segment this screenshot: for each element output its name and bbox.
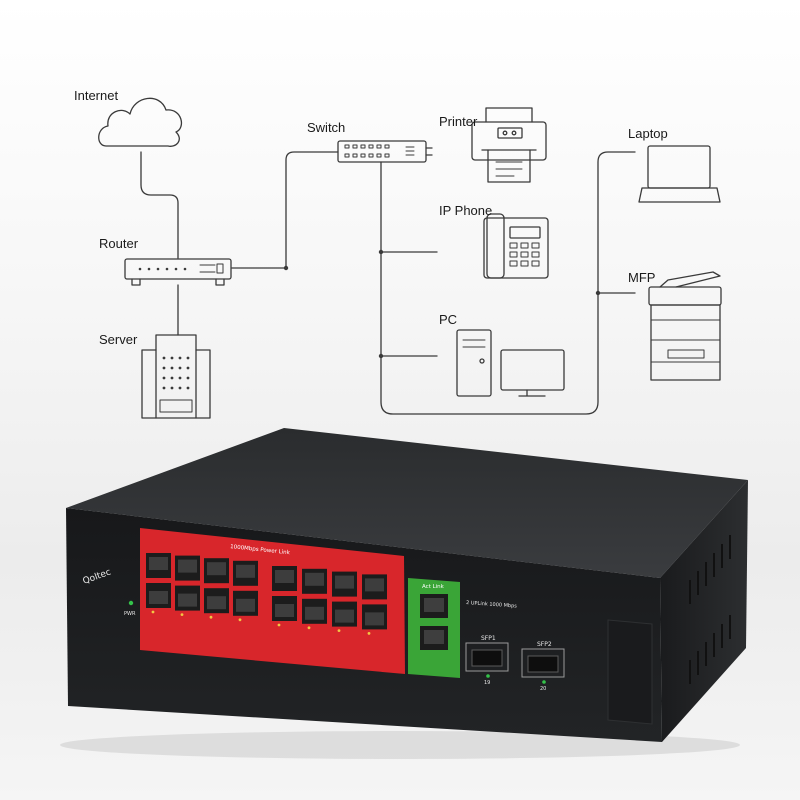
poe-port-socket <box>149 591 168 604</box>
poe-port-socket <box>149 557 168 570</box>
poe-port-socket <box>335 609 354 623</box>
port-led <box>277 623 281 627</box>
uplink-rj45-ports <box>420 594 448 650</box>
port-led <box>151 610 155 614</box>
chassis-side <box>660 480 748 742</box>
printer-label: Printer <box>439 114 478 129</box>
laptop-icon <box>638 145 721 203</box>
cloud-icon <box>98 97 183 147</box>
power-led <box>128 600 134 606</box>
port-led <box>367 632 371 635</box>
network-diagram <box>98 97 722 419</box>
pwr-label: PWR <box>124 611 136 617</box>
mfp-icon <box>648 271 722 381</box>
laptop-label: Laptop <box>628 126 668 141</box>
pc-label: PC <box>439 312 458 327</box>
uplink-desc: 2 UPLink 1000 Mbps <box>466 600 518 610</box>
sfp2-label: SFP2 <box>537 641 552 648</box>
printer-icon <box>471 107 547 183</box>
switch-icon <box>337 140 433 163</box>
port-led <box>337 629 341 632</box>
router-label: Router <box>99 236 139 251</box>
poe-port-socket <box>178 559 197 573</box>
pc-icon <box>456 329 565 397</box>
poe-port-socket <box>207 596 226 610</box>
internet-label: Internet <box>74 88 119 103</box>
poe-port-socket <box>207 562 226 576</box>
poe-port-socket <box>236 564 255 578</box>
router-icon <box>124 258 232 286</box>
poe-port-socket <box>305 606 324 620</box>
port-led <box>307 626 311 630</box>
poe-ports <box>146 553 387 635</box>
poe-port-socket <box>178 593 197 607</box>
chassis-top <box>66 428 748 578</box>
poe-port-socket <box>236 598 255 612</box>
poe-port-socket <box>335 575 354 589</box>
poe-port-socket <box>305 572 324 586</box>
poe-port-socket <box>275 604 294 617</box>
ip-phone-label: IP Phone <box>439 203 493 218</box>
port-led <box>209 615 213 619</box>
sfp2-port-number: 20 <box>540 686 546 692</box>
uplink-header: Act Link <box>422 584 445 590</box>
ip-phone-icon <box>483 213 549 279</box>
sfp1-label: SFP1 <box>481 635 496 642</box>
poe-port-socket <box>365 612 384 626</box>
mfp-label: MFP <box>628 270 656 285</box>
poe-port-socket <box>365 578 384 592</box>
port-led <box>238 618 242 622</box>
server-label: Server <box>99 332 138 347</box>
sfp-ports: SFP1 19 SFP2 20 <box>465 635 565 692</box>
port-led <box>180 613 184 616</box>
sfp1-port-number: 19 <box>484 680 490 686</box>
connection-lines <box>140 151 636 415</box>
poe-port-socket <box>275 570 294 583</box>
switch-label: Switch <box>307 120 346 135</box>
server-icon <box>141 334 211 419</box>
